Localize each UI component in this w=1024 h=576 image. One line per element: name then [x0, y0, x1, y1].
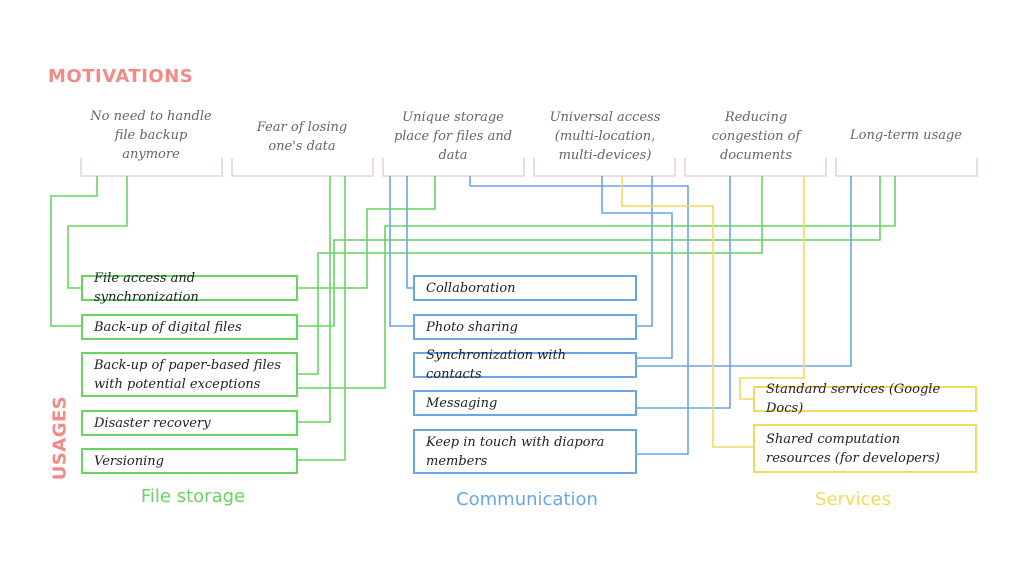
motivation-bracket-1	[80, 158, 223, 177]
usage-keep-in-touch: Keep in touch with diapora members	[413, 429, 637, 474]
link-versioning	[298, 176, 346, 461]
motivation-unique-storage: Unique storage place for files and data	[393, 110, 513, 163]
usage-messaging: Messaging	[413, 390, 637, 416]
motivation-reducing-congestion: Reducing congestion of documents	[711, 110, 801, 163]
link-longterm-contacts	[637, 176, 852, 367]
link-file-access	[67, 176, 128, 289]
link-keep-in-touch	[637, 326, 689, 455]
motivation-no-backup: No need to handle file backup anymore	[90, 109, 212, 162]
link-universal-to-photo	[637, 176, 653, 327]
category-services: Services	[815, 489, 891, 510]
link-longterm-a	[298, 176, 881, 327]
usage-backup-digital: Back-up of digital files	[81, 314, 298, 340]
usage-sync-contacts: Synchronization with contacts	[413, 348, 637, 382]
category-communication: Communication	[456, 489, 598, 510]
category-file-storage: File storage	[140, 486, 246, 507]
motivation-bracket-2	[231, 158, 374, 177]
link-reducing-to-standard	[739, 176, 805, 400]
motivations-heading: MOTIVATIONS	[48, 66, 194, 87]
link-messaging	[637, 176, 731, 409]
motivation-bracket-5	[684, 158, 827, 177]
usage-disaster-recovery: Disaster recovery	[81, 410, 298, 436]
usage-standard-services: Standard services (Google Docs)	[753, 382, 977, 416]
link-collaboration	[406, 176, 415, 289]
motivation-bracket-3	[382, 158, 525, 177]
link-universal-to-contacts	[601, 176, 673, 359]
link-universal-to-compute	[621, 176, 754, 448]
motivation-universal-access: Universal access (multi-location, multi-…	[549, 110, 661, 163]
usage-photo-sharing: Photo sharing	[413, 314, 637, 340]
motivation-long-term: Long-term usage	[850, 128, 962, 143]
motivation-fear-of-loss: Fear of losing one's data	[256, 120, 348, 154]
link-unique-storage-to-files	[298, 176, 436, 289]
motivation-bracket-6	[835, 158, 978, 177]
link-disaster-recovery	[298, 176, 331, 423]
motivation-bracket-4	[533, 158, 676, 177]
link-longterm-b	[298, 176, 896, 389]
usage-collaboration: Collaboration	[413, 275, 637, 301]
usage-file-access: File access and synchronization	[81, 271, 298, 305]
usage-backup-paper: Back-up of paper-based files with potent…	[81, 352, 298, 397]
link-reducing-congestion	[298, 176, 763, 375]
link-backup-digital	[50, 176, 98, 327]
link-photo-sharing	[389, 176, 415, 327]
link-unique-to-contacts	[469, 176, 689, 326]
usage-shared-computation: Shared computation resources (for develo…	[753, 424, 977, 473]
usage-versioning: Versioning	[81, 448, 298, 474]
